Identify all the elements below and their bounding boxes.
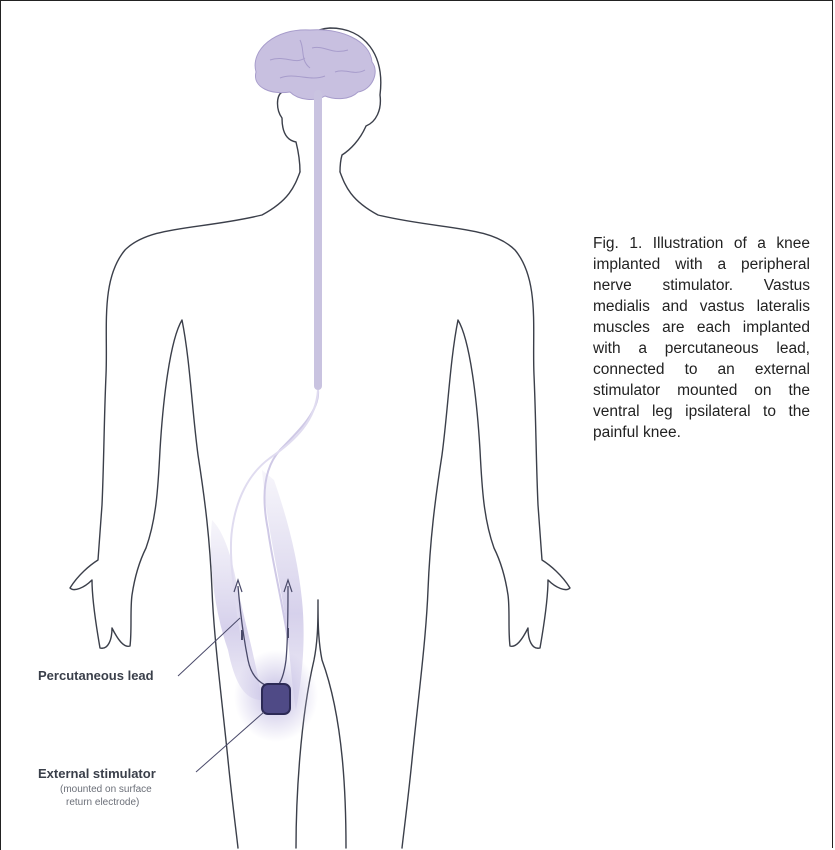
figure-caption: Fig. 1. Illustration of a knee implanted… [593, 233, 810, 443]
spinal-cord [314, 90, 322, 390]
brain [255, 30, 375, 100]
callout-external-stimulator [196, 712, 264, 772]
label-mounted-note-2: return electrode) [66, 797, 139, 808]
label-mounted-note-1: (mounted on surface [60, 784, 152, 795]
label-percutaneous-lead: Percutaneous lead [38, 668, 154, 683]
external-stimulator [262, 684, 290, 714]
label-external-stimulator: External stimulator [38, 766, 156, 781]
